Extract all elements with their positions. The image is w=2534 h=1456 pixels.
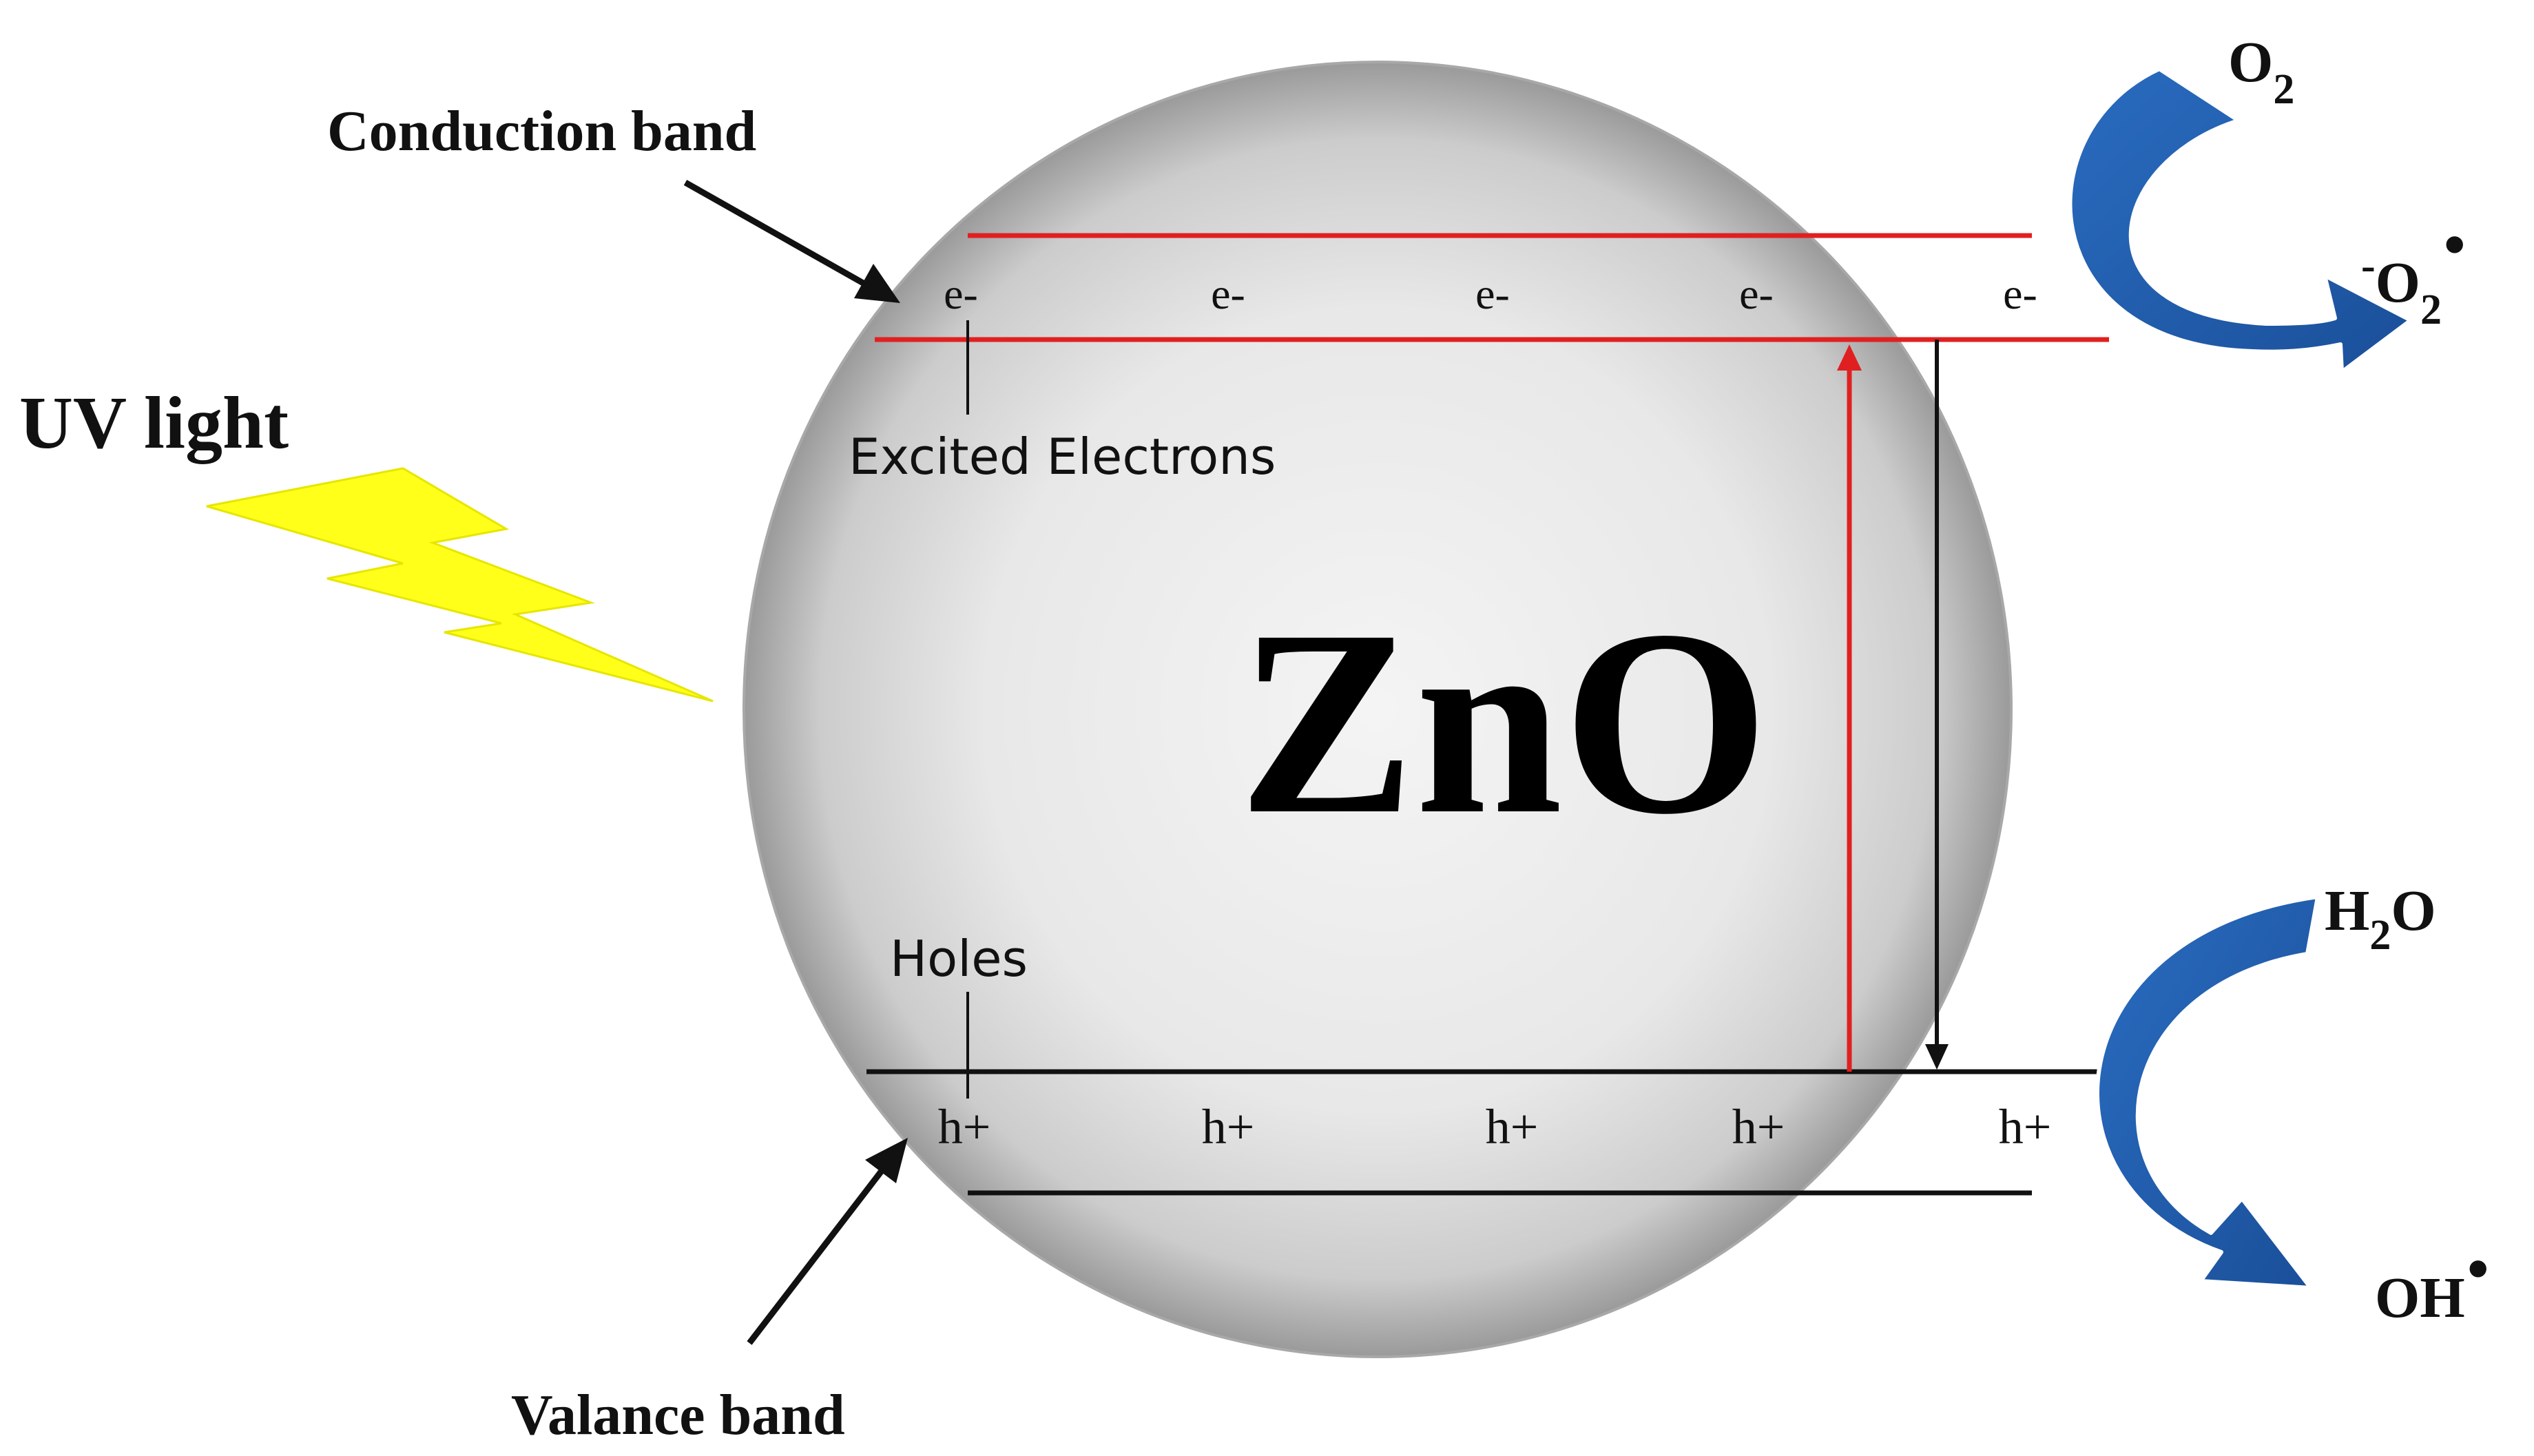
hole-label: h+: [938, 1099, 991, 1154]
electron-label: e-: [944, 269, 978, 318]
recombination-arrow: [1925, 340, 1949, 1070]
superoxide-radical-dot: •: [2444, 211, 2466, 279]
hydroxyl-radical-dot: •: [2467, 1235, 2489, 1303]
top-reaction: O2 -O2 •: [2068, 30, 2466, 374]
valance-band-label: Valance band: [511, 1383, 845, 1447]
electron-label: e-: [1739, 269, 1774, 318]
hole-row: h+ h+ h+ h+ h+: [938, 1099, 2052, 1154]
lightning-bolt-icon: [206, 467, 714, 703]
valance-band: [866, 1069, 2139, 1196]
conduction-band: [875, 233, 2109, 342]
holes-label: Holes: [890, 930, 1028, 988]
electron-label: e-: [2003, 269, 2037, 318]
valance-band-pointer-arrow: [747, 1138, 908, 1345]
hole-label: h+: [1486, 1099, 1539, 1154]
product-hydroxyl-label: OH: [2375, 1266, 2465, 1330]
electron-label: e-: [1211, 269, 1245, 318]
electron-row: e- e- e- e- e-: [944, 269, 2037, 318]
material-label: ZnO: [1238, 576, 1769, 869]
excitation-arrow: [1837, 344, 1862, 1072]
curved-arrow-icon: [2068, 67, 2413, 374]
hole-label: h+: [1202, 1099, 1255, 1154]
reactant-h2o-label: H2O: [2325, 879, 2436, 959]
electron-label: e-: [1475, 269, 1510, 318]
zno-particle: [742, 61, 2013, 1358]
conduction-band-label: Conduction band: [327, 99, 756, 163]
curved-arrow-icon: [2095, 895, 2320, 1290]
reactant-o2-label: O2: [2228, 30, 2294, 113]
hole-label: h+: [1732, 1099, 1785, 1154]
excited-electrons-label: Excited Electrons: [849, 428, 1276, 486]
hole-label: h+: [1999, 1099, 2052, 1154]
bottom-reaction: H2O OH •: [2095, 879, 2489, 1330]
product-superoxide-label: -O2: [2361, 242, 2442, 333]
conduction-band-pointer-arrow: [683, 180, 900, 303]
uv-light-label: UV light: [19, 382, 289, 464]
